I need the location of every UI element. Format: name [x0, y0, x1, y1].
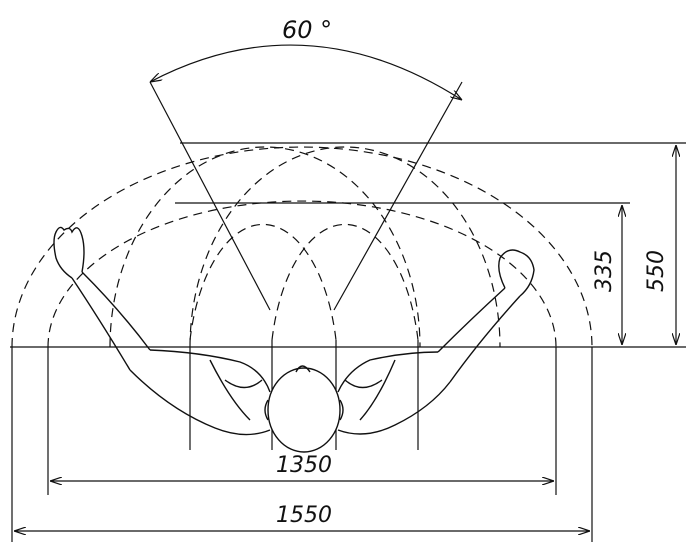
head: [267, 367, 341, 453]
left-arm: [71, 271, 151, 371]
right-hand: [498, 249, 535, 297]
torso: [149, 349, 439, 393]
hair-tuft: [295, 365, 311, 373]
horizontal-references: [10, 142, 686, 348]
reach-arcs: [11, 146, 593, 348]
height-inner-label: 335: [592, 250, 617, 292]
width-outer-label: 1550: [276, 503, 332, 528]
left-inner-hand-arc: [271, 223, 419, 341]
right-arm: [437, 287, 521, 383]
outer-reach-arc: [11, 146, 593, 348]
left-outer-hand-arc: [189, 146, 501, 348]
height-dimensions: [622, 145, 676, 345]
height-outer-label: 550: [644, 250, 669, 292]
width-inner-label: 1350: [276, 453, 332, 478]
viewing-angle: [150, 44, 462, 311]
width-dimensions: [14, 481, 590, 531]
left-hand: [53, 226, 85, 279]
angle-arc: [150, 44, 462, 100]
right-inner-hand-arc: [189, 223, 337, 341]
angle-label: 60 °: [282, 16, 332, 44]
human-figure: [53, 226, 535, 453]
inner-reach-arc: [47, 200, 557, 348]
right-outer-hand-arc: [109, 146, 421, 348]
vertical-guides: [11, 340, 593, 542]
